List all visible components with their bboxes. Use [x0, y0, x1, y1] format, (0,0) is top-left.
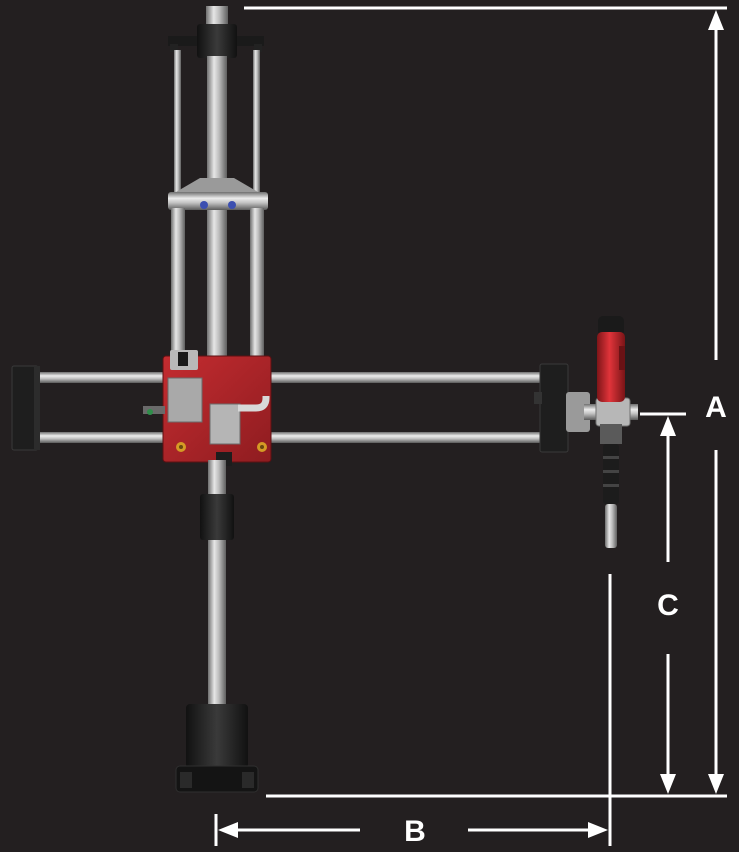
- tool-assembly: [566, 316, 638, 548]
- top-mount-hub: [197, 24, 237, 58]
- dimension-label-b: B: [404, 815, 426, 848]
- tool-body: [597, 332, 625, 402]
- dimension-a-arrow-bottom: [708, 774, 724, 794]
- tool-nose: [600, 424, 622, 444]
- guide-rod-left-top: [174, 50, 181, 210]
- base-housing: [186, 704, 248, 768]
- horizontal-rod-lower: [34, 432, 546, 443]
- lower-column: [175, 460, 259, 793]
- dimension-lines: [214, 6, 727, 846]
- right-end-block: [539, 363, 569, 453]
- vertical-tube-left: [171, 208, 185, 358]
- top-mount-stem: [206, 6, 228, 26]
- carriage-block-grey: [167, 377, 203, 423]
- upper-column: [168, 6, 268, 358]
- dimension-label-c: C: [657, 589, 679, 622]
- tool-clamp: [595, 397, 631, 427]
- lower-column-collar: [200, 494, 234, 540]
- guide-rod-right-top: [253, 50, 260, 210]
- vertical-tube-right: [250, 208, 264, 358]
- base-foot: [175, 765, 259, 793]
- dimension-c-arrow-bottom: [660, 774, 676, 794]
- tool-grip: [603, 444, 619, 504]
- dimension-b-arrow-right: [588, 822, 608, 838]
- tool-top-cap: [598, 316, 624, 336]
- dimension-a-arrow-top: [708, 10, 724, 30]
- tool-mount-plate: [566, 392, 590, 432]
- horizontal-rod-upper: [34, 372, 546, 383]
- horizontal-arm: [11, 363, 569, 453]
- dimension-c-arrow-top: [660, 416, 676, 436]
- carriage-block: [143, 350, 272, 466]
- dimension-label-a: A: [705, 391, 727, 424]
- column-yoke: [168, 192, 268, 210]
- carriage-fitting: [209, 403, 241, 445]
- dimension-b-arrow-left: [218, 822, 238, 838]
- tool-bit: [605, 504, 617, 548]
